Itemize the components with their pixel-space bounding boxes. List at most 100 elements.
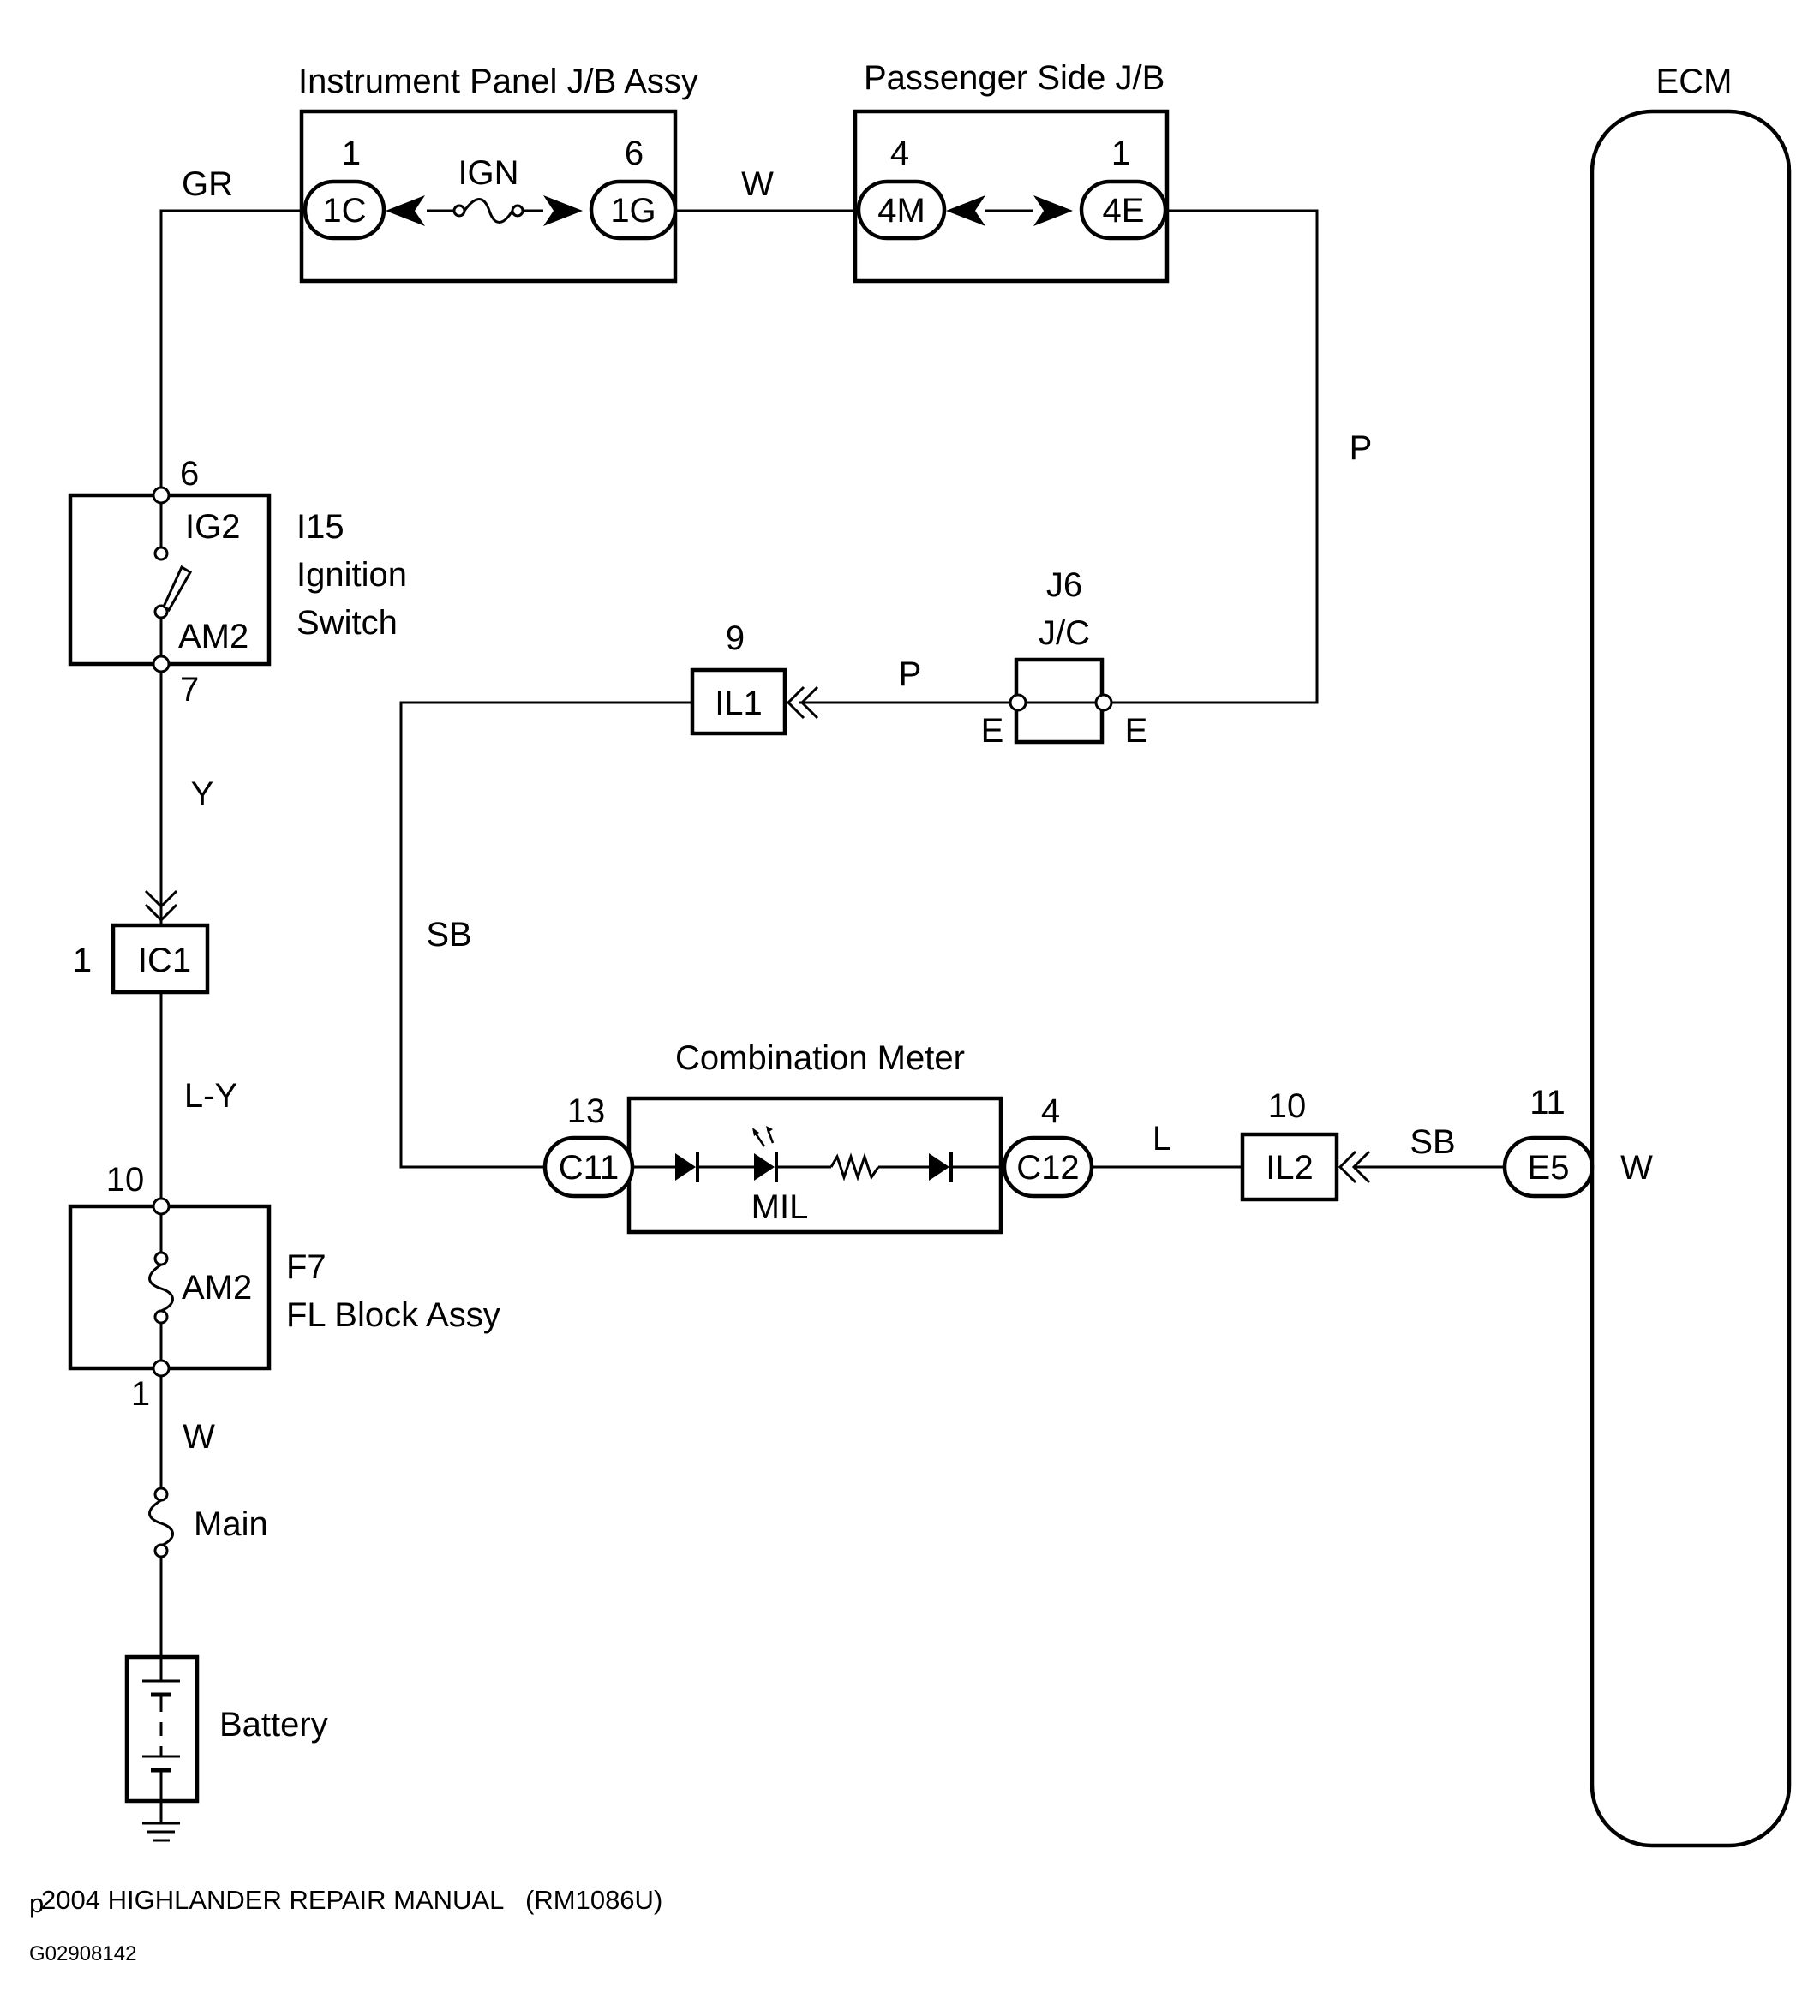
ignition-switch: 6 7 IG2 AM2 I15 Ignition Switch	[68, 455, 407, 709]
connector-e5-box	[1502, 1135, 1595, 1199]
fl-fuse-label: AM2	[182, 1269, 252, 1307]
ecm-label: ECM	[1656, 63, 1733, 100]
fuse-terminal-icon	[153, 1251, 169, 1266]
instrument-panel-jb: Instrument Panel J/B Assy 1C 1 1G 6 IGN	[298, 63, 698, 284]
wire-sb-left	[399, 701, 692, 1169]
fl-block-code: F7	[286, 1248, 326, 1286]
connector-4e	[1079, 179, 1168, 241]
footer-page-prefix: p	[29, 1888, 44, 1918]
jc-box	[1014, 657, 1105, 745]
battery: Battery	[124, 1654, 328, 1842]
wire-label-w-top: W	[741, 165, 774, 203]
pin-c12: 4	[1041, 1092, 1060, 1130]
connector-ic1: IC1 1	[73, 889, 210, 995]
main-fuse: Main	[148, 1487, 268, 1558]
connector-c11-label: C11	[559, 1149, 619, 1187]
connector-il2-box	[1240, 1132, 1339, 1202]
pin-1c: 1	[342, 135, 361, 172]
jc-right-term: E	[1125, 712, 1148, 750]
connector-il2-label: IL2	[1266, 1149, 1314, 1187]
connector-4m	[856, 179, 947, 241]
connector-1c	[302, 179, 386, 241]
ignition-term-ig2: IG2	[185, 508, 240, 546]
connector-il1-box	[690, 667, 787, 736]
fl-block-name: FL Block Assy	[286, 1296, 500, 1334]
wire-label-sb-right: SB	[1410, 1123, 1455, 1161]
passenger-side-jb-label: Passenger Side J/B	[864, 59, 1164, 97]
passenger-side-jb-box	[853, 109, 1170, 284]
ecm-box	[1590, 109, 1792, 1848]
ignition-switch-line2: Switch	[296, 604, 398, 642]
mil-label: MIL	[751, 1188, 809, 1226]
passenger-side-jb: Passenger Side J/B 4M 4 4E 1	[853, 59, 1170, 284]
pin-c11: 13	[567, 1092, 606, 1130]
wire-label-sb-left: SB	[426, 916, 471, 954]
ignition-switch-line1: Ignition	[296, 556, 407, 594]
terminal-node	[1094, 693, 1113, 712]
fuse-terminal-icon	[153, 1487, 169, 1502]
connector-arrow-icon	[799, 685, 819, 720]
wire-label-y: Y	[191, 775, 214, 813]
ecm: ECM	[1590, 63, 1792, 1848]
mating-arrow-icon	[543, 195, 583, 226]
wire-label-ly: L-Y	[184, 1077, 237, 1115]
ignition-pin-top: 6	[180, 455, 199, 493]
pin-ic1: 1	[73, 942, 92, 979]
pin-e5: 11	[1530, 1084, 1566, 1122]
pin-il2: 10	[1268, 1087, 1307, 1125]
terminal-node	[152, 1359, 171, 1378]
wire-gr	[159, 209, 305, 495]
connector-arrow-icon	[786, 685, 805, 720]
mil-led-icon	[754, 1153, 775, 1181]
ignition-pin-bottom: 7	[180, 671, 199, 709]
connector-arrow-icon	[1338, 1150, 1357, 1184]
terminal-node	[152, 486, 171, 505]
footer-manual: 2004 HIGHLANDER REPAIR MANUAL (RM1086U)	[41, 1885, 662, 1915]
fl-block: AM2 10 1 F7 FL Block Assy	[68, 1161, 500, 1413]
combination-meter: Combination Meter C11 13 C12 4 MIL	[542, 1039, 1094, 1235]
connector-c12-label: C12	[1016, 1149, 1079, 1187]
connector-1g-label: 1G	[610, 192, 656, 230]
fuse-icon	[463, 198, 514, 224]
wire-label-w-ecm: W	[1620, 1149, 1653, 1187]
connector-ic1-label: IC1	[138, 942, 191, 979]
jc-code: J6	[1046, 566, 1082, 604]
fuse-terminal-icon	[452, 204, 466, 218]
connector-il1-label: IL1	[715, 685, 763, 722]
mating-arrow-icon	[386, 195, 425, 226]
switch-contact-icon	[153, 546, 169, 561]
wires	[159, 209, 1505, 1657]
mating-arrow-icon	[1033, 195, 1073, 226]
fuse-terminal-icon	[153, 1309, 169, 1325]
connector-e5: E5 11	[1502, 1084, 1595, 1199]
connector-e5-label: E5	[1528, 1149, 1570, 1187]
connector-1g	[589, 179, 678, 241]
wire-label-p-right: P	[1350, 429, 1373, 467]
diode-icon	[675, 1153, 696, 1181]
connector-il1: IL1 9	[690, 619, 819, 736]
pin-4m: 4	[890, 135, 909, 172]
ign-fuse-label: IGN	[458, 154, 518, 192]
wire-label-p-jc: P	[899, 655, 922, 693]
wire-label-l: L	[1152, 1120, 1171, 1158]
connector-4m-label: 4M	[877, 192, 925, 230]
ignition-term-am2: AM2	[178, 618, 248, 655]
wire-label-w-left: W	[183, 1418, 215, 1456]
connector-arrow-icon	[144, 903, 178, 923]
connector-ic1-box	[111, 923, 210, 995]
footer: p 2004 HIGHLANDER REPAIR MANUAL (RM1086U…	[29, 1885, 662, 1965]
connector-4e-label: 4E	[1103, 192, 1145, 230]
terminal-node	[152, 655, 171, 673]
fuse-icon	[148, 1263, 174, 1313]
fuse-terminal-icon	[153, 1543, 169, 1558]
wire-label-gr: GR	[182, 165, 233, 203]
connector-arrow-icon	[144, 889, 178, 909]
pin-1g: 6	[625, 135, 644, 172]
mating-arrow-icon	[946, 195, 985, 226]
fl-pin-bottom: 1	[131, 1375, 150, 1413]
fuse-icon	[148, 1499, 174, 1547]
instrument-panel-jb-box	[299, 109, 678, 284]
terminal-node	[1009, 693, 1027, 712]
main-fuse-label: Main	[194, 1505, 268, 1543]
instrument-panel-jb-label: Instrument Panel J/B Assy	[298, 63, 698, 100]
